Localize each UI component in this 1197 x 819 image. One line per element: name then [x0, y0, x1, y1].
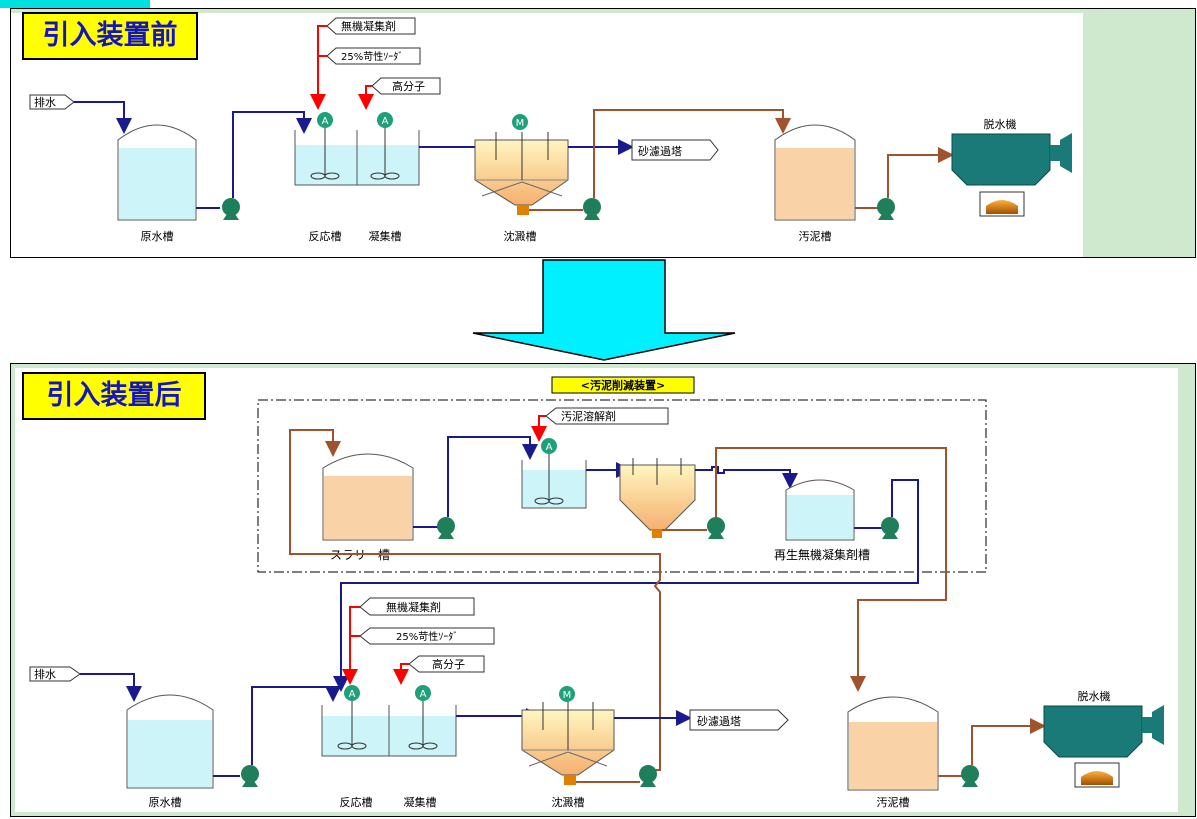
top-panel-green-margin	[1083, 9, 1195, 257]
bottom-polymer-tag: 高分子	[408, 655, 485, 673]
bottom-agitator-a1: A	[349, 689, 356, 700]
top-sludge-label: 汚泥槽	[799, 230, 832, 243]
reduction-pump-2	[881, 517, 899, 539]
bottom-drain-label: 排水	[34, 667, 56, 681]
bottom-pump-1	[241, 765, 259, 787]
bottom-sedimentation-tank: M 沈澱槽	[521, 686, 615, 809]
top-panel-title: 引入装置前	[22, 12, 198, 60]
top-panel-green-top	[11, 9, 1195, 13]
regen-label: 再生無機凝集剤槽	[774, 547, 870, 562]
top-sedimentation-tank: M 沈澱槽	[474, 114, 569, 243]
bottom-sedimentation-label: 沈澱槽	[552, 795, 585, 809]
bottom-sludge-label: 汚泥槽	[877, 796, 910, 809]
reduction-sedimentation-tank	[619, 458, 696, 538]
top-polymer-tag: 高分子	[371, 77, 441, 95]
top-dewatering-machine: 脱水機	[951, 117, 1072, 217]
slurry-pump	[437, 517, 455, 539]
top-inorganic-tag: 無機凝集剤	[326, 17, 416, 35]
transition-arrow	[472, 259, 736, 361]
top-pump-3	[877, 198, 895, 220]
bottom-motor-m: M	[563, 690, 572, 701]
top-drain-label: 排水	[34, 95, 56, 109]
bottom-dewater-label: 脱水機	[1078, 689, 1111, 703]
regen-coagulant-tank: 再生無機凝集剤槽	[774, 479, 870, 562]
top-sand-filter-label: 砂濾過塔	[638, 144, 682, 158]
dissolve-tag: 汚泥溶解剤	[545, 407, 669, 425]
top-motor-m: M	[516, 118, 525, 129]
top-raw-water-tank: 原水槽	[117, 124, 197, 243]
bottom-polymer-label: 高分子	[432, 657, 465, 671]
top-dewater-label: 脱水機	[984, 117, 1017, 131]
top-drain-tag: 排水	[29, 94, 75, 110]
bottom-sand-filter-label: 砂濾過塔	[697, 714, 741, 728]
dissolve-agitator: A	[546, 442, 553, 453]
bottom-soda-tag: 25%苛性ｿｰﾀﾞ	[359, 627, 495, 645]
reduction-device-title: <汚泥削減装置>	[551, 376, 695, 394]
bottom-agitator-a2: A	[420, 689, 427, 700]
top-agitator-a2: A	[382, 116, 389, 127]
dissolve-tank: A	[521, 438, 587, 509]
bottom-reaction-tanks: A A 反応槽 凝集槽	[321, 685, 457, 809]
header-fragment	[0, 0, 150, 8]
top-coagulation-label: 凝集槽	[369, 229, 402, 243]
bottom-inorganic-label: 無機凝集剤	[386, 600, 441, 614]
top-reaction-label: 反応槽	[309, 229, 342, 243]
bottom-sludge-tank: 汚泥槽	[847, 696, 939, 809]
top-drain-line	[74, 101, 132, 134]
bottom-raw-water-label: 原水槽	[149, 796, 182, 809]
bottom-dewatering-machine: 脱水機	[1043, 689, 1164, 788]
bottom-soda-label: 25%苛性ｿｰﾀﾞ	[396, 630, 458, 643]
reduction-device-box	[257, 399, 987, 573]
top-raw-water-label: 原水槽	[141, 230, 174, 243]
top-reaction-tanks: A A 反応槽 凝集槽	[294, 112, 420, 243]
bottom-reaction-label: 反応槽	[340, 795, 373, 809]
bottom-pump-3	[961, 765, 979, 787]
reduction-device-label: <汚泥削減装置>	[581, 378, 665, 392]
top-sludge-tank: 汚泥槽	[774, 124, 856, 243]
top-soda-tag: 25%苛性ｿｰﾀﾞ	[326, 47, 421, 65]
top-agitator-a1: A	[322, 116, 329, 127]
bottom-pump-2	[639, 765, 657, 787]
slurry-tank: スラリー槽	[322, 453, 414, 562]
bottom-panel-title: 引入装置后	[22, 372, 206, 420]
top-inorganic-label: 無機凝集剤	[341, 19, 396, 33]
top-pump-1	[222, 198, 240, 220]
top-sedimentation-label: 沈澱槽	[504, 229, 537, 243]
reduction-pump-1	[707, 517, 725, 539]
dissolve-label: 汚泥溶解剤	[561, 409, 616, 423]
bottom-coagulation-label: 凝集槽	[404, 795, 437, 809]
bottom-drain-tag: 排水	[29, 666, 81, 682]
top-soda-label: 25%苛性ｿｰﾀﾞ	[341, 50, 403, 63]
bottom-sand-filter-tag: 砂濾過塔	[689, 709, 789, 731]
bottom-raw-water-tank: 原水槽	[126, 694, 214, 809]
top-sand-filter-tag: 砂濾過塔	[631, 139, 719, 161]
top-polymer-label: 高分子	[392, 79, 425, 93]
bottom-inorganic-tag: 無機凝集剤	[359, 597, 475, 616]
top-pump-2	[583, 198, 601, 220]
